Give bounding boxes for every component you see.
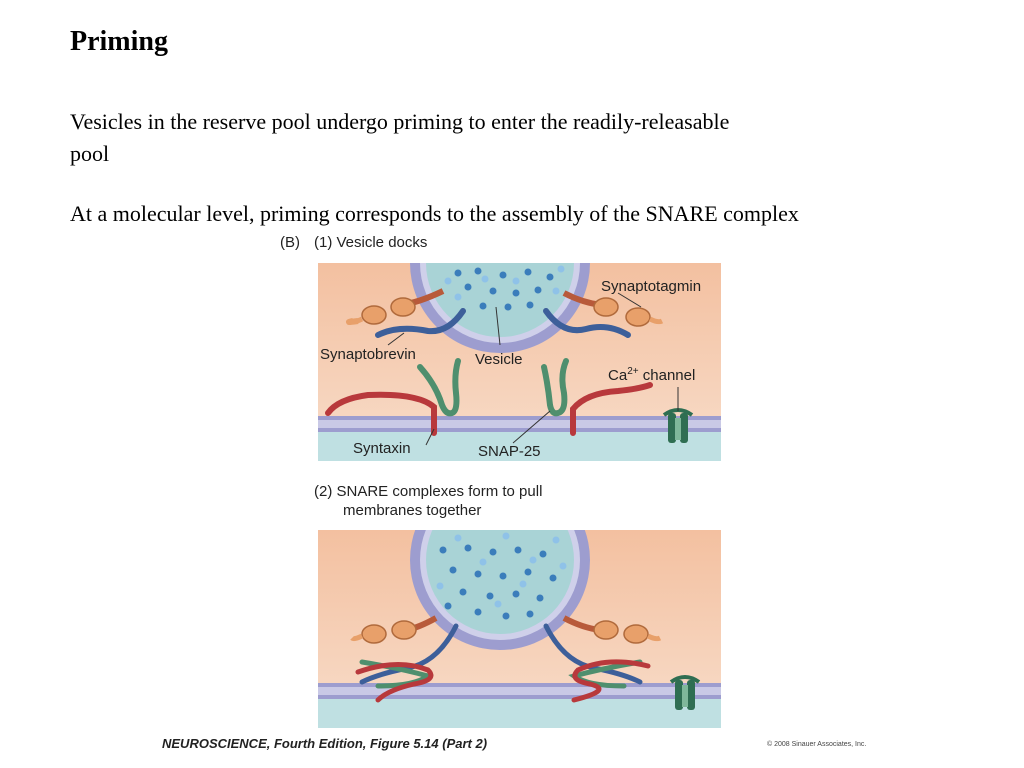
plasma-membrane bbox=[318, 683, 721, 728]
vesicle bbox=[410, 530, 590, 650]
slide-title: Priming bbox=[70, 26, 168, 57]
neurotransmitter-dots-light bbox=[436, 532, 567, 608]
vesicle bbox=[410, 263, 590, 353]
figure-caption: NEUROSCIENCE, Fourth Edition, Figure 5.1… bbox=[162, 736, 488, 751]
snare-complex-left bbox=[355, 623, 459, 703]
label-snap25: SNAP-25 bbox=[478, 443, 541, 460]
snap25-left bbox=[417, 358, 461, 417]
label-synaptobrevin: Synaptobrevin bbox=[320, 346, 416, 363]
copyright-notice: © 2008 Sinauer Associates, Inc. bbox=[767, 741, 867, 748]
plasma-membrane bbox=[318, 416, 721, 461]
syntaxin-left bbox=[325, 391, 437, 436]
neurotransmitter-dots bbox=[439, 544, 557, 620]
step1-label: (1) Vesicle docks bbox=[314, 234, 428, 251]
paragraph-reserve-pool: Vesicles in the reserve pool undergo pri… bbox=[70, 109, 730, 166]
panel-snare-complexes bbox=[318, 530, 721, 728]
label-syntaxin: Syntaxin bbox=[353, 440, 411, 457]
syntaxin-right bbox=[570, 382, 653, 436]
label-vesicle: Vesicle bbox=[475, 351, 523, 368]
neurotransmitter-dots-light bbox=[444, 265, 565, 301]
leader-lines bbox=[387, 292, 679, 446]
step2-label-line2: membranes together bbox=[343, 502, 482, 519]
synaptobrevin-left bbox=[375, 308, 466, 338]
neurotransmitter-dots bbox=[454, 267, 554, 311]
synaptotagmin-right bbox=[562, 290, 664, 327]
ca-channel bbox=[662, 408, 694, 443]
paragraph-snare-assembly: At a molecular level, priming correspond… bbox=[70, 201, 799, 226]
label-ca-channel: Ca2+ channel bbox=[608, 366, 695, 384]
panel-vesicle-docks: Synaptotagmin Synaptobrevin Vesicle Ca2+… bbox=[318, 263, 721, 461]
snap25-right bbox=[541, 358, 569, 417]
synaptotagmin-left bbox=[350, 615, 438, 644]
snare-complex-right bbox=[543, 623, 651, 703]
ca-channel bbox=[669, 675, 701, 710]
synaptotagmin-left bbox=[346, 288, 445, 325]
part-label: (B) bbox=[280, 234, 300, 251]
synaptotagmin-right bbox=[562, 615, 662, 644]
step2-label-line1: (2) SNARE complexes form to pull bbox=[314, 483, 543, 500]
label-synaptotagmin: Synaptotagmin bbox=[601, 278, 701, 295]
synaptobrevin-right bbox=[543, 308, 631, 338]
